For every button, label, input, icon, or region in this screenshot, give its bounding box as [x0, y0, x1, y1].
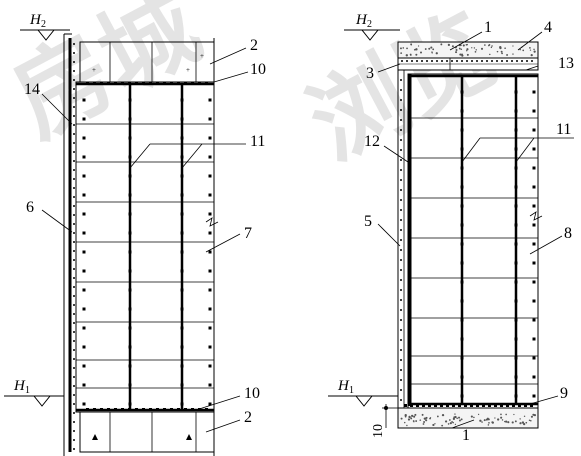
right-leaders — [377, 31, 574, 429]
left-callout-7: 7 — [244, 225, 252, 242]
right-h1-letter: H — [337, 378, 350, 394]
right-bottom-slab — [397, 404, 539, 429]
right-panel: H 2 — [328, 12, 574, 444]
left-bottom-beam — [79, 411, 215, 453]
left-callout-14: 14 — [24, 81, 40, 98]
left-callout-11: 11 — [250, 133, 265, 150]
svg-text:+: + — [92, 66, 96, 74]
right-callout-3: 3 — [366, 65, 374, 82]
left-h1-letter: H — [13, 378, 26, 394]
right-callouts: 1 4 3 13 12 11 5 8 9 1 — [364, 19, 574, 444]
left-leaders — [41, 47, 249, 433]
left-level-h1: H 1 — [4, 378, 64, 407]
watermark-right: 浏览 — [292, 0, 512, 180]
left-panel: H 2 + + + — [4, 12, 266, 456]
left-callout-10-top: 10 — [250, 61, 266, 78]
right-h2-letter: H — [355, 12, 368, 28]
left-callout-10-bottom: 10 — [244, 385, 260, 402]
right-level-h2: H 2 — [344, 12, 400, 41]
right-callout-1-bottom: 1 — [462, 427, 470, 444]
right-callout-4: 4 — [544, 19, 552, 36]
right-callout-5: 5 — [364, 213, 372, 230]
right-callout-11: 11 — [556, 121, 571, 138]
right-callout-13: 13 — [558, 55, 574, 72]
left-level-h2: H 2 — [20, 12, 70, 41]
right-callout-1-top: 1 — [484, 19, 492, 36]
svg-text:+: + — [200, 52, 204, 60]
left-callout-2-bottom: 2 — [244, 409, 252, 426]
right-callout-9: 9 — [560, 385, 568, 402]
right-callout-12: 12 — [364, 133, 380, 150]
right-dimension-label: 10 — [371, 424, 386, 438]
right-callout-8: 8 — [564, 225, 572, 242]
left-callout-6: 6 — [26, 199, 34, 216]
left-callouts: 2 10 14 11 6 7 10 2 — [24, 37, 266, 426]
left-callout-2-top: 2 — [250, 37, 258, 54]
left-h2-sub: 2 — [41, 19, 46, 30]
left-wall-form — [68, 38, 215, 452]
right-level-h1: H 1 — [328, 378, 398, 407]
right-h1-sub: 1 — [349, 385, 354, 396]
left-h2-letter: H — [29, 12, 42, 28]
svg-text:+: + — [186, 66, 190, 74]
right-dimension: 10 — [371, 404, 398, 438]
left-h1-sub: 1 — [25, 385, 30, 396]
right-h2-sub: 2 — [367, 19, 372, 30]
right-top-slab — [397, 41, 539, 71]
